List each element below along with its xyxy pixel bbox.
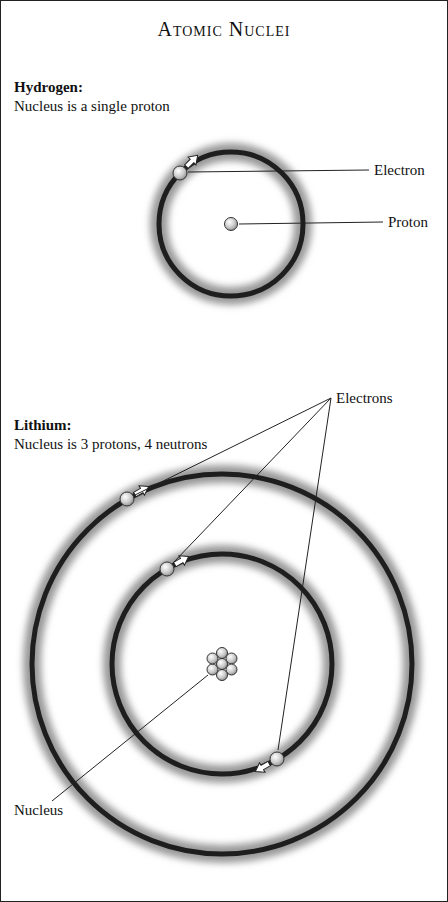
electron: [160, 562, 174, 576]
section-heading: Lithium:: [14, 416, 72, 434]
electron: [120, 492, 134, 506]
motion-arrow: [132, 482, 151, 500]
description: Nucleus is 3 protons, 4 neutrons: [14, 435, 207, 453]
part-label: Electron: [374, 161, 425, 179]
section-heading: Hydrogen:: [14, 78, 83, 96]
part-label: Nucleus: [14, 801, 63, 819]
leader-line: [188, 170, 369, 172]
leader-line: [52, 675, 208, 801]
electron: [173, 166, 187, 180]
description: Nucleus is a single proton: [14, 97, 170, 115]
part-label: Proton: [388, 213, 428, 231]
leader-line: [239, 222, 383, 224]
motion-arrow: [253, 759, 272, 777]
hydrogen-orbit: [159, 152, 303, 296]
leader-line: [278, 398, 331, 750]
electron: [270, 752, 284, 766]
lithium-nucleus: [207, 648, 237, 681]
part-label: Electrons: [336, 389, 393, 407]
title: Atomic Nuclei: [0, 18, 448, 41]
leader-line: [173, 398, 331, 563]
lithium-inner-orbit: [112, 554, 332, 774]
motion-arrow: [182, 151, 201, 170]
proton: [225, 218, 238, 231]
lithium-outer-orbit: [32, 474, 412, 854]
